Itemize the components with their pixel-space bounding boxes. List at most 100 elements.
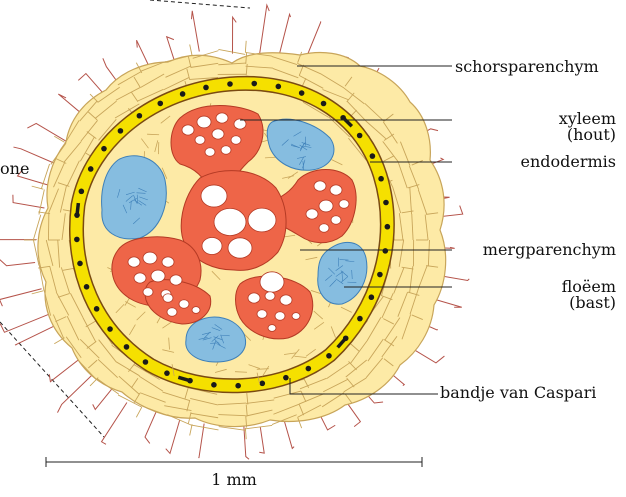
xylem-vessel (182, 125, 194, 135)
xylem-vessel (221, 146, 231, 155)
caspari-strip (107, 326, 113, 332)
root-hair (13, 195, 45, 208)
xylem-vessel (192, 307, 200, 314)
xylem-vessel (231, 136, 241, 145)
root-hair (166, 420, 180, 454)
xylem-vessel (319, 200, 333, 212)
root-hair (260, 5, 270, 54)
root-hair (49, 357, 81, 381)
cortex-cell-wall (218, 49, 245, 54)
caspari-strip (383, 200, 389, 206)
root-hair (199, 424, 204, 458)
cortex-cell-wall (190, 424, 192, 435)
xylem-vessel (128, 257, 140, 267)
caspari-strip (321, 101, 327, 107)
root-hair (0, 314, 49, 332)
caspari-strip (306, 366, 312, 372)
root-hair (167, 37, 175, 62)
caspari-strip (357, 133, 363, 139)
xylem-vessel (202, 238, 222, 255)
zoom-guide-top (150, 0, 250, 8)
xylem-vessel (205, 148, 215, 157)
label-endodermis: endodermis (520, 152, 616, 171)
caspari-strip (77, 261, 83, 267)
xylem-vessel (268, 325, 276, 332)
caspari-strip (378, 176, 384, 182)
root-hair (191, 11, 199, 52)
root-hair (0, 289, 42, 306)
caspari-strip (251, 81, 257, 87)
xylem-vessel (265, 292, 275, 301)
caspari-strip (143, 359, 149, 365)
caspari-strip-long (77, 203, 78, 215)
caspari-strip (101, 146, 107, 152)
xylem-vessel (195, 136, 205, 145)
root-hair (259, 427, 264, 453)
cortex-cell-wall (54, 338, 64, 344)
caspari-strip (137, 113, 143, 119)
label-xyleem-sub: (hout) (567, 125, 616, 144)
scale-bar (46, 457, 422, 467)
xylem-vessel (143, 288, 153, 297)
caspari-strip (377, 272, 383, 278)
xylem-vessel (339, 200, 349, 209)
caspari-strip (283, 375, 289, 381)
caspari-strip (369, 294, 375, 300)
xylem-vessel (275, 312, 285, 321)
caspari-strip (276, 84, 282, 90)
xylem-vessel (330, 185, 342, 195)
xylem-vessel (257, 310, 267, 319)
xylem-vessel (143, 252, 157, 264)
caspari-strip (357, 316, 363, 322)
xylem-vessel (212, 129, 224, 139)
scale-bar-label: 1 mm (211, 470, 257, 489)
root-hair (0, 233, 37, 239)
caspari-strip (370, 153, 376, 159)
cortex-cell-wall (245, 41, 246, 52)
root-hair (0, 258, 35, 266)
label-floeem-sub: (bast) (569, 293, 616, 312)
xylem-vessel (163, 294, 173, 303)
caspari-strip (259, 381, 265, 387)
xylem-vessel (260, 272, 284, 292)
cortex-cell-wall (219, 427, 246, 431)
xylem-vessel (314, 181, 326, 191)
root-hair (15, 324, 58, 345)
cortex-cell-wall (39, 190, 44, 215)
caspari-strip (299, 90, 305, 96)
cortex-cell-wall (190, 44, 192, 55)
xylem-vessel (292, 313, 300, 320)
caspari-strip (227, 81, 233, 87)
xylem-vessel (331, 216, 341, 225)
caspari-strip (235, 383, 241, 389)
caspari-strip (382, 248, 388, 254)
root-hair (145, 409, 157, 443)
root-hair (233, 17, 237, 53)
root-hair (27, 123, 66, 141)
xylem-vessel (151, 270, 165, 282)
label-zone-fragment: one (0, 159, 29, 178)
xylem-vessel (197, 116, 211, 128)
caspari-strip (84, 284, 90, 290)
label-caspari: bandje van Caspari (440, 383, 596, 402)
xylem-vessel (280, 295, 292, 305)
cortex-cell-wall (192, 425, 219, 430)
caspari-strip (326, 353, 332, 359)
cortex-cell-wall (245, 428, 246, 439)
xylem-vessel (167, 308, 177, 317)
caspari-strip (385, 224, 391, 230)
xylem-vessel (214, 208, 246, 235)
caspari-strip (118, 128, 124, 134)
xylem-vessel (319, 224, 329, 233)
xylem-vessel (179, 300, 189, 309)
xylem-vessel (216, 113, 228, 123)
caspari-strip (88, 166, 94, 172)
xylem-vessel (228, 238, 252, 258)
root-hair (102, 403, 127, 445)
caspari-strip (164, 370, 170, 376)
caspari-strip (211, 382, 217, 388)
label-mergparenchym: mergparenchym (483, 240, 616, 259)
caspari-strip (124, 344, 130, 350)
xylem-vessel (306, 209, 318, 219)
